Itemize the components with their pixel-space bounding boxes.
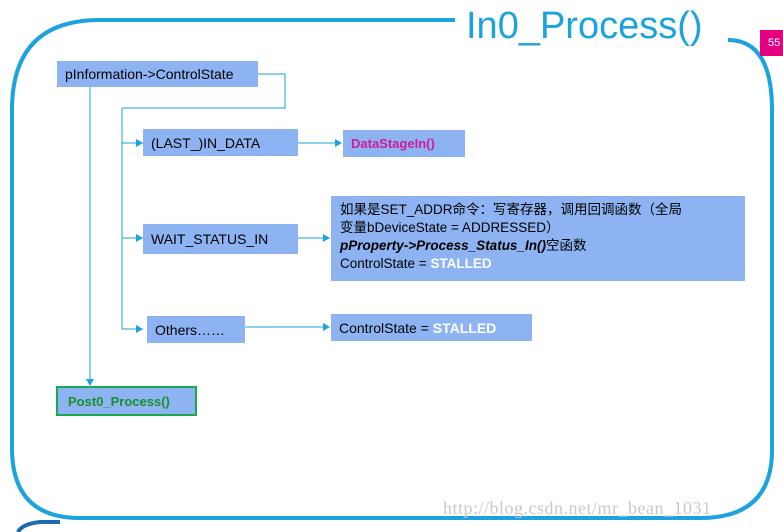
- desc-line-1: 如果是SET_ADDR命令：写寄存器，调用回调函数（全局: [340, 202, 683, 217]
- slide-title: In0_Process(): [462, 3, 707, 49]
- desc-line-2: 变量bDeviceState = ADDRESSED）: [340, 220, 560, 235]
- connector-lines: [89, 73, 340, 384]
- desc-line-4: ControlState = STALLED: [340, 255, 745, 273]
- control-state-label: ControlState =: [340, 256, 431, 271]
- watermark-url: http://blog.csdn.net/mr_bean_1031: [443, 498, 712, 518]
- empty-function-note: 空函数: [545, 238, 587, 253]
- node-post0-process: Post0_Process(): [56, 386, 197, 416]
- logo-fragment: [16, 520, 60, 532]
- node-control-state: pInformation->ControlState: [57, 61, 258, 87]
- node-wait-status-description: 如果是SET_ADDR命令：写寄存器，调用回调函数（全局 变量bDeviceSt…: [331, 196, 745, 281]
- node-in-data: (LAST_)IN_DATA: [143, 129, 298, 156]
- node-data-stage-in: DataStageIn(): [343, 130, 465, 157]
- node-others-result: ControlState = STALLED: [331, 314, 532, 341]
- process-status-in-call: pProperty->Process_Status_In(): [340, 238, 546, 253]
- node-others: Others……: [147, 316, 245, 343]
- frame-border: [10, 18, 774, 520]
- node-wait-status-in: WAIT_STATUS_IN: [143, 224, 298, 254]
- stalled-value: STALLED: [430, 256, 492, 271]
- desc-line-3: pProperty->Process_Status_In()空函数: [340, 237, 745, 255]
- arrowheads: [86, 139, 342, 386]
- stalled-value: STALLED: [432, 319, 497, 336]
- page-number-badge: 55: [760, 30, 783, 56]
- control-state-label: ControlState =: [339, 319, 433, 336]
